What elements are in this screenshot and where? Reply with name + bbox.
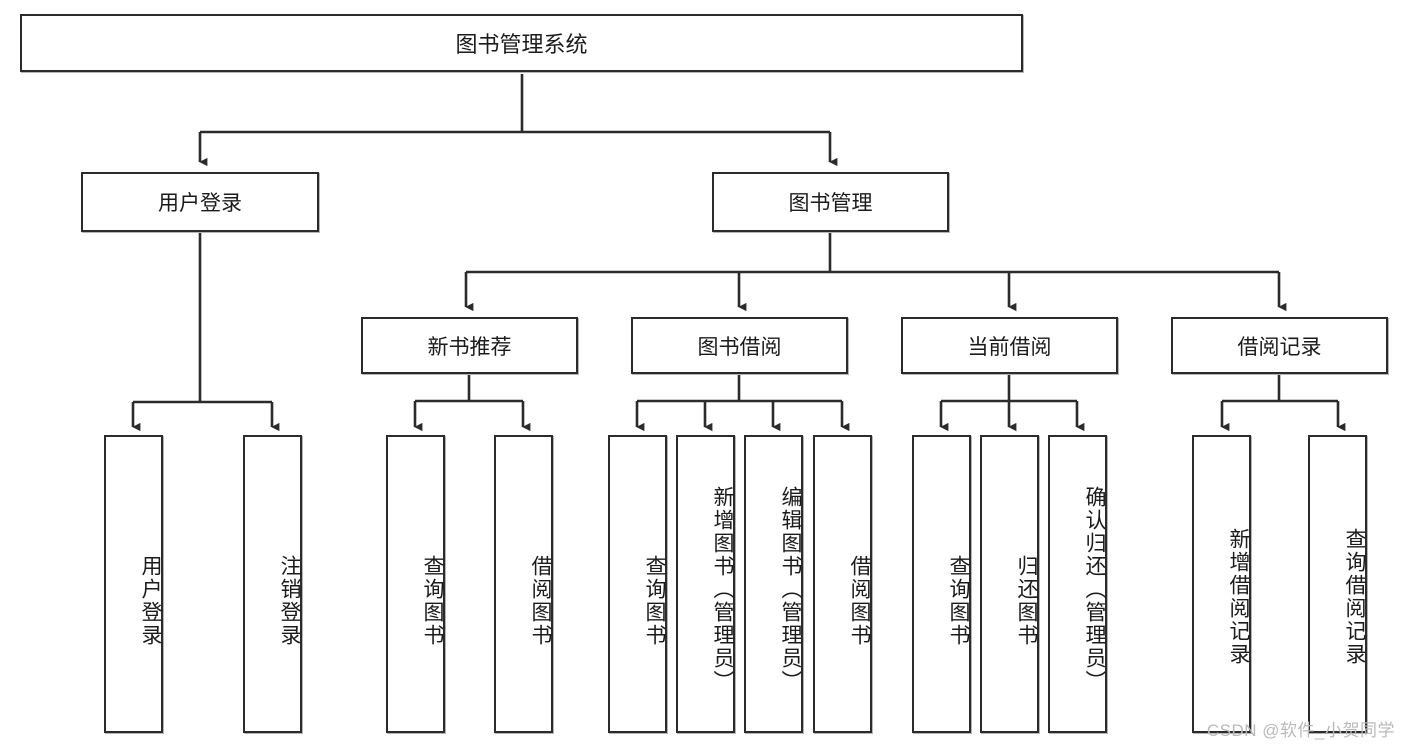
leaf-recommend-query-book[interactable]: 查询图书 [386, 435, 445, 733]
watermark-text: CSDN @软件_小贺同学 [1206, 721, 1395, 740]
node-borrow-record[interactable]: 借阅记录 [1171, 317, 1388, 374]
node-label: 图书管理 [788, 192, 873, 215]
node-label: 图书借阅 [697, 335, 782, 359]
node-label: 归还图书 [1015, 555, 1038, 647]
node-book-borrow[interactable]: 图书借阅 [631, 317, 848, 374]
node-label: 当前借阅 [967, 335, 1052, 359]
node-user-login[interactable]: 用户登录 [81, 172, 319, 232]
node-label: 编辑图书（管理员） [779, 485, 802, 693]
node-new-book-recommend[interactable]: 新书推荐 [361, 317, 578, 374]
node-label: 借阅记录 [1237, 335, 1322, 359]
leaf-borrow-query-book[interactable]: 查询图书 [608, 435, 667, 733]
node-label: 查询图书 [421, 555, 444, 647]
node-label: 查询图书 [643, 555, 666, 647]
leaf-user-login-logout[interactable]: 注销登录 [243, 435, 302, 733]
leaf-current-query-book[interactable]: 查询图书 [912, 435, 971, 733]
node-root-system[interactable]: 图书管理系统 [20, 14, 1023, 72]
node-current-borrow[interactable]: 当前借阅 [901, 317, 1118, 374]
node-label: 借阅图书 [848, 555, 871, 647]
node-label: 新书推荐 [427, 335, 512, 359]
node-book-management[interactable]: 图书管理 [712, 172, 949, 232]
leaf-borrow-borrow-book[interactable]: 借阅图书 [813, 435, 872, 733]
node-label: 查询图书 [947, 555, 970, 647]
node-label: 新增借阅记录 [1227, 528, 1250, 666]
node-label: 图书管理系统 [455, 32, 588, 57]
leaf-current-return-book[interactable]: 归还图书 [980, 435, 1039, 733]
node-label: 用户登录 [158, 192, 242, 215]
leaf-borrow-add-book-admin[interactable]: 新增图书（管理员） [676, 435, 735, 733]
leaf-borrow-edit-book-admin[interactable]: 编辑图书（管理员） [744, 435, 803, 733]
leaf-record-add-record[interactable]: 新增借阅记录 [1192, 435, 1251, 733]
node-label: 新增图书（管理员） [711, 485, 734, 693]
leaf-recommend-borrow-book[interactable]: 借阅图书 [494, 435, 553, 733]
leaf-user-login-login[interactable]: 用户登录 [104, 435, 163, 733]
node-label: 查询借阅记录 [1343, 528, 1366, 666]
node-label: 用户登录 [139, 555, 162, 647]
node-label: 借阅图书 [529, 555, 552, 647]
node-label: 确认归还（管理员） [1083, 485, 1106, 693]
leaf-record-query-record[interactable]: 查询借阅记录 [1308, 435, 1367, 733]
leaf-current-confirm-return-admin[interactable]: 确认归还（管理员） [1048, 435, 1107, 733]
node-label: 注销登录 [278, 555, 301, 647]
